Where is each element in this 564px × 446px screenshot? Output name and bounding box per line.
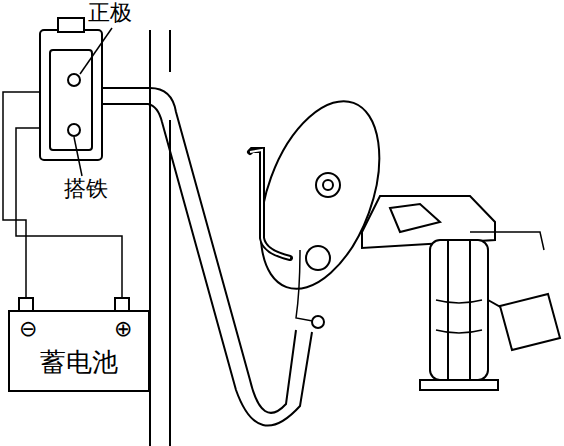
terminal-symbol: ⊖ <box>19 318 37 340</box>
pin-label: 搭铁 <box>64 178 108 200</box>
pin-label: 正极 <box>88 2 132 24</box>
terminal-symbol: ⊕ <box>114 318 132 340</box>
battery-label: 蓄电池 <box>10 348 148 377</box>
